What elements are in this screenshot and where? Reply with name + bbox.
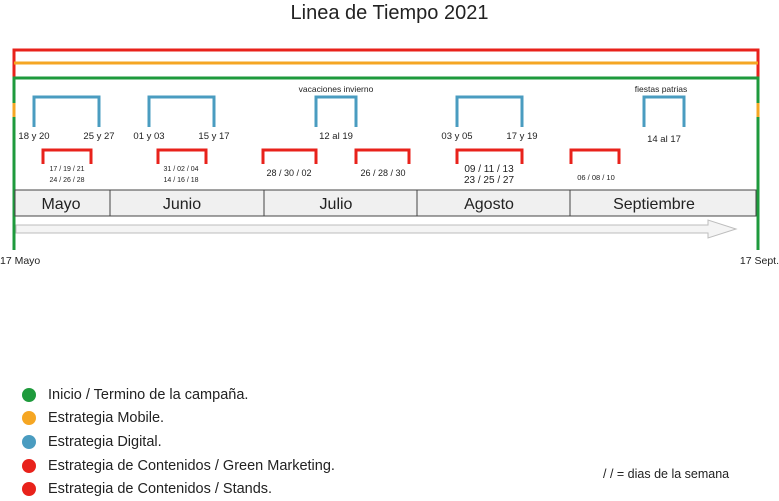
digital-bracket	[455, 95, 524, 127]
month-label: Julio	[320, 196, 353, 213]
digital-date-label: 17 y 19	[506, 131, 537, 142]
digital-date-label: 12 al 19	[319, 131, 353, 142]
digital-bracket	[642, 95, 686, 127]
legend-dot	[22, 434, 36, 449]
legend-dot	[22, 411, 36, 426]
content-date-label: 14 / 16 / 18	[163, 177, 198, 184]
legend-item: Inicio / Termino de la campaña.	[22, 383, 335, 407]
content-bracket	[261, 148, 318, 164]
event-top-label: vacaciones invierno	[299, 84, 374, 94]
content-date-label: 31 / 02 / 04	[163, 166, 198, 173]
legend-label: Estrategia de Contenidos / Stands.	[48, 481, 273, 498]
timeline-arrow	[15, 219, 738, 239]
legend-item: Estrategia Mobile.	[22, 407, 335, 431]
digital-date-label: 14 al 17	[647, 134, 681, 145]
content-date-label: 23 / 25 / 27	[464, 175, 514, 186]
content-bracket	[455, 148, 524, 164]
digital-date-label: 01 y 03	[133, 131, 164, 142]
event-top-label: fiestas patrias	[635, 84, 687, 94]
digital-bracket	[147, 95, 216, 127]
weekday-note: / / = dias de la semana	[603, 467, 730, 481]
content-date-label: 26 / 28 / 30	[360, 168, 405, 178]
digital-date-label: 25 y 27	[83, 131, 114, 142]
legend-label: Estrategia de Contenidos / Green Marketi…	[48, 457, 335, 474]
content-date-label: 28 / 30 / 02	[266, 168, 311, 178]
month-label: Septiembre	[613, 196, 695, 213]
end-date-label: 17 Sept.	[740, 255, 779, 267]
legend: Inicio / Termino de la campaña. Estrateg…	[22, 383, 335, 501]
month-label: Junio	[163, 196, 201, 213]
digital-date-label: 18 y 20	[18, 131, 49, 142]
legend-label: Estrategia Mobile.	[48, 410, 165, 427]
mobile-end-marker	[756, 103, 760, 117]
legend-dot	[22, 482, 36, 497]
content-date-label: 17 / 19 / 21	[49, 166, 84, 173]
campaign-bar	[12, 76, 760, 250]
legend-dot	[22, 458, 36, 473]
digital-bracket	[314, 95, 358, 127]
legend-label: Inicio / Termino de la campaña.	[48, 386, 249, 403]
timeline-diagram: vacaciones invierno fiestas patrias 18 y…	[0, 48, 779, 267]
content-bracket	[569, 148, 621, 164]
content-bracket	[156, 148, 208, 164]
content-bracket	[41, 148, 93, 164]
page-title: Linea de Tiempo 2021	[290, 2, 489, 24]
content-date-label: 06 / 08 / 10	[577, 173, 615, 182]
digital-date-label: 15 y 17	[198, 131, 229, 142]
month-band	[14, 189, 757, 217]
mobile-start-marker	[12, 103, 16, 117]
legend-item: Estrategia de Contenidos / Stands.	[22, 477, 335, 501]
legend-dot	[22, 387, 36, 402]
legend-item: Estrategia de Contenidos / Green Marketi…	[22, 454, 335, 478]
content-date-label: 24 / 26 / 28	[49, 177, 84, 184]
legend-item: Estrategia Digital.	[22, 430, 335, 454]
month-label: Mayo	[41, 196, 80, 213]
digital-date-label: 03 y 05	[441, 131, 472, 142]
digital-bracket	[32, 95, 101, 127]
legend-label: Estrategia Digital.	[48, 433, 162, 450]
month-label: Agosto	[464, 196, 514, 213]
content-bracket	[354, 148, 411, 164]
content-date-label: 09 / 11 / 13	[464, 164, 514, 175]
start-date-label: 17 Mayo	[0, 255, 40, 267]
